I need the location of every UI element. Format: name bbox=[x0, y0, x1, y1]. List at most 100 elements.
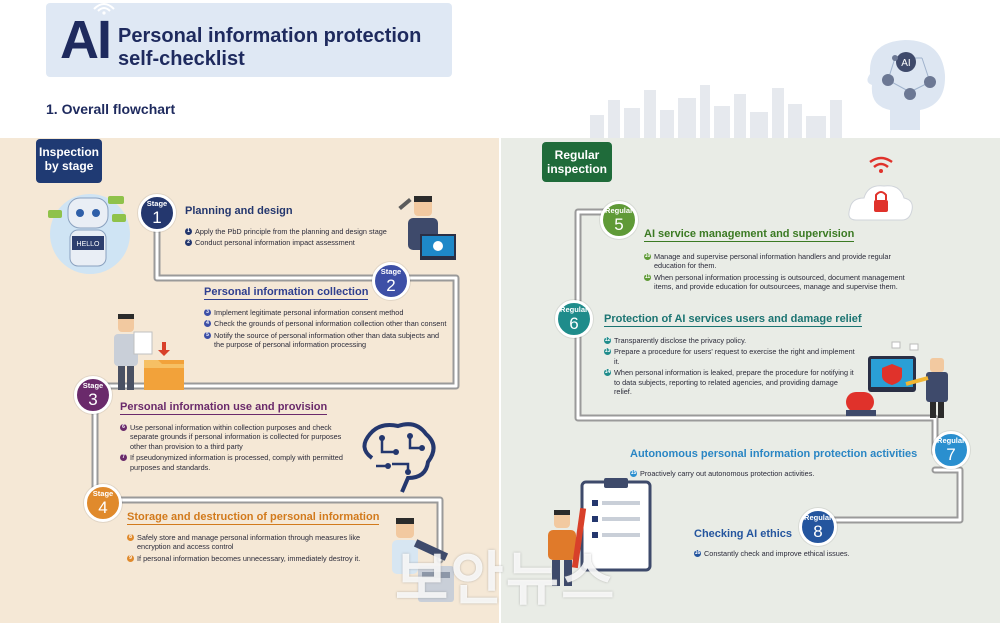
stage-2-badge: Stage 2 bbox=[372, 262, 410, 300]
item-text: Implement legitimate personal informatio… bbox=[214, 308, 404, 317]
item-text: Notify the source of personal informatio… bbox=[214, 330, 440, 350]
regular-5-title: AI service management and supervision bbox=[644, 228, 855, 242]
item-number: 12 bbox=[604, 337, 611, 344]
item-text: If pseudonymized information is processe… bbox=[130, 453, 343, 472]
regular-label: Regular bbox=[560, 305, 588, 314]
regular-inspection-tag: Regular inspection bbox=[542, 142, 612, 182]
item-text: Transparently disclose the privacy polic… bbox=[614, 336, 747, 345]
item-text: Conduct personal information impact asse… bbox=[195, 238, 355, 248]
item-number: 10 bbox=[644, 253, 651, 260]
robot-sign-text: HELLO bbox=[77, 241, 101, 248]
stage-4-title: Storage and destruction of personal info… bbox=[127, 511, 380, 525]
stage-1-title: Planning and design bbox=[185, 205, 293, 217]
stage-label: Stage bbox=[82, 381, 104, 390]
regular-5-badge: Regular 5 bbox=[600, 201, 638, 239]
title-banner: AI Personal information protection self-… bbox=[46, 3, 452, 77]
regular-number: 8 bbox=[813, 522, 823, 541]
ai-head-illustration: AI bbox=[867, 40, 946, 130]
regular-label: Regular bbox=[804, 513, 832, 522]
stage-number: 2 bbox=[386, 276, 396, 295]
regular-number: 7 bbox=[946, 445, 956, 464]
page-title-line2: self-checklist bbox=[118, 48, 245, 70]
clipboard-person-illustration bbox=[548, 478, 652, 586]
stage-label: Stage bbox=[92, 489, 114, 498]
item-number: 5 bbox=[204, 331, 211, 339]
security-alert-illustration bbox=[846, 341, 948, 418]
item-text: Safely store and manage personal informa… bbox=[137, 533, 361, 552]
item-text: Check the grounds of personal informatio… bbox=[214, 319, 447, 329]
item-number: 9 bbox=[127, 554, 134, 562]
regular-8-badge: Regular 8 bbox=[799, 508, 837, 546]
stage-3-title: Personal information use and provision bbox=[120, 401, 328, 415]
regular-6-title: Protection of AI services users and dama… bbox=[604, 313, 862, 327]
stage-3-badge: Stage 3 bbox=[74, 376, 112, 414]
section-heading: 1. Overall flowchart bbox=[46, 101, 176, 117]
item-number: 8 bbox=[127, 534, 134, 541]
stage-number: 3 bbox=[88, 390, 98, 409]
item-text: When personal information is leaked, pre… bbox=[614, 368, 854, 397]
regular-7-title: Autonomous personal information protecti… bbox=[630, 448, 918, 460]
item-text: If personal information becomes unnecess… bbox=[137, 553, 361, 563]
item-number: 7 bbox=[120, 454, 127, 462]
item-number: 13 bbox=[604, 348, 611, 356]
stage-number: 4 bbox=[98, 498, 108, 517]
item-text: Proactively carry out autonomous protect… bbox=[640, 469, 815, 478]
item-number: 6 bbox=[120, 424, 127, 431]
shredding-person-illustration bbox=[392, 518, 454, 602]
stage-2-title: Personal information collection bbox=[204, 286, 369, 300]
wifi-icon bbox=[93, 3, 115, 15]
item-number: 11 bbox=[644, 273, 651, 281]
developer-illustration bbox=[398, 196, 456, 260]
item-number: 3 bbox=[204, 309, 211, 316]
stage-label: Stage bbox=[146, 199, 168, 208]
stage-1-badge: Stage 1 bbox=[138, 194, 176, 232]
robot-illustration: HELLO bbox=[48, 194, 130, 274]
brain-circuit-icon bbox=[362, 422, 436, 493]
cloud-lock-icon bbox=[848, 156, 913, 221]
inspection-by-stage-tag: Inspection by stage bbox=[36, 139, 102, 183]
stage-number: 1 bbox=[152, 208, 162, 227]
item-number: 14 bbox=[604, 369, 611, 377]
item-text: When personal information processing is … bbox=[654, 272, 905, 292]
regular-8-title: Checking AI ethics bbox=[694, 528, 793, 540]
item-text: Manage and supervise personal informatio… bbox=[654, 252, 891, 271]
item-number: 16 bbox=[694, 550, 701, 557]
regular-7-badge: Regular 7 bbox=[932, 431, 970, 469]
item-number: 1 bbox=[185, 228, 192, 235]
city-skyline-illustration bbox=[590, 85, 842, 140]
head-badge: AI bbox=[901, 58, 910, 69]
regular-label: Regular bbox=[937, 436, 965, 445]
regular-label: Regular bbox=[605, 206, 633, 215]
page-title-line1: Personal information protection bbox=[118, 25, 422, 47]
regular-number: 6 bbox=[569, 314, 579, 333]
item-text: Use personal information within collecti… bbox=[130, 423, 342, 451]
flowchart-paths bbox=[91, 208, 964, 564]
item-text: Prepare a procedure for users' request t… bbox=[614, 347, 855, 366]
regular-number: 5 bbox=[614, 215, 624, 234]
stage-label: Stage bbox=[380, 267, 402, 276]
item-text: Constantly check and improve ethical iss… bbox=[704, 549, 850, 558]
stage-4-badge: Stage 4 bbox=[84, 484, 122, 522]
item-number: 2 bbox=[185, 239, 192, 247]
